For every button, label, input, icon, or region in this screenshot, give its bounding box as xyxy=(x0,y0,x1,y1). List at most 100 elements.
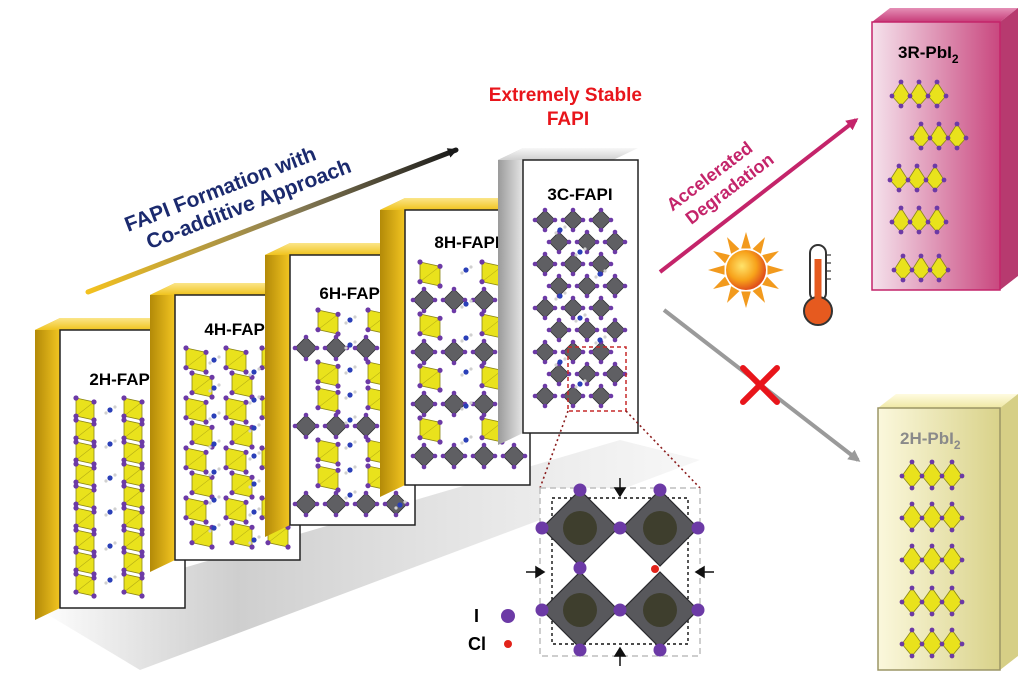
iodine-atom xyxy=(939,557,945,563)
octahedron-edge xyxy=(231,377,253,393)
iodine-atom xyxy=(223,365,229,371)
inset-iodine xyxy=(535,521,549,535)
sun-icon xyxy=(708,232,784,308)
iodine-atom xyxy=(546,283,552,289)
phase-label-6h: 6H-FAPI xyxy=(319,284,384,303)
iodine-atom xyxy=(421,464,427,470)
iodine-atom xyxy=(363,490,369,496)
iodine-atom xyxy=(73,417,79,423)
iodine-atom xyxy=(417,415,423,421)
fa-hydrogen xyxy=(208,361,212,365)
iodine-atom xyxy=(365,307,371,313)
fa-hydrogen xyxy=(344,371,348,375)
iodine-atom xyxy=(594,239,600,245)
iodine-atom xyxy=(936,277,942,283)
sun-ray xyxy=(762,276,779,289)
iodine-atom xyxy=(552,305,558,311)
iodine-atom xyxy=(229,470,235,476)
fa-hydrogen xyxy=(248,541,252,545)
octahedron-edge xyxy=(123,467,143,483)
phase-label-2h: 2H-FAPI xyxy=(89,370,154,389)
fa-molecule xyxy=(211,441,217,447)
phase-box-2h: 2H-FAPI xyxy=(35,318,186,620)
fa-molecule xyxy=(463,437,469,443)
iodine-atom xyxy=(437,387,443,393)
iodine-atom xyxy=(91,483,97,489)
iodine-atom xyxy=(927,135,933,141)
fa-hydrogen xyxy=(403,500,407,504)
iodine-atom xyxy=(914,163,920,169)
iodine-atom xyxy=(393,512,399,518)
iodine-atom xyxy=(410,349,416,355)
sun-ray xyxy=(752,286,765,303)
fa-molecule xyxy=(463,301,469,307)
iodine-atom xyxy=(91,527,97,533)
fa-molecule xyxy=(211,525,217,531)
iodine-atom xyxy=(91,575,97,581)
fa-hydrogen xyxy=(469,367,473,371)
iodine-atom xyxy=(223,515,229,521)
fa-molecule xyxy=(463,335,469,341)
iodine-atom xyxy=(139,531,145,537)
box-top xyxy=(35,318,185,330)
iodine-atom xyxy=(560,393,566,399)
iodine-atom xyxy=(552,349,558,355)
fa-hydrogen xyxy=(248,485,252,489)
box-top xyxy=(878,394,1018,408)
iodine-atom xyxy=(365,385,371,391)
octahedron-edge xyxy=(185,402,207,418)
iodine-atom xyxy=(570,251,576,257)
iodine-atom xyxy=(374,423,380,429)
iodine-atom xyxy=(916,205,922,211)
fa-hydrogen xyxy=(113,507,117,511)
iodine-atom xyxy=(315,327,321,333)
fa-hydrogen xyxy=(574,319,578,323)
fa-hydrogen xyxy=(257,451,261,455)
fa-hydrogen xyxy=(563,291,567,295)
iodine-atom xyxy=(421,442,427,448)
iodine-atom xyxy=(925,219,931,225)
sun-ray xyxy=(708,265,725,275)
fa-hydrogen xyxy=(469,299,473,303)
iodine-atom xyxy=(532,305,538,311)
iodine-atom xyxy=(909,653,915,659)
iodine-atom xyxy=(588,393,594,399)
fa-hydrogen xyxy=(583,379,587,383)
zoom-region xyxy=(567,346,627,412)
fa-hydrogen xyxy=(353,440,357,444)
iodine-atom xyxy=(608,305,614,311)
iodine-atom xyxy=(546,239,552,245)
iodine-atom xyxy=(243,469,249,475)
octahedron-edge xyxy=(123,577,143,593)
iodine-atom xyxy=(939,599,945,605)
iodine-atom xyxy=(481,442,487,448)
iodine-atom xyxy=(393,490,399,496)
iodine-atom xyxy=(73,483,79,489)
box-top xyxy=(872,8,1018,22)
iodine-atom xyxy=(183,345,189,351)
iodine-atom xyxy=(335,441,341,447)
iodine-atom xyxy=(91,421,97,427)
iodine-atom xyxy=(602,239,608,245)
fa-molecule xyxy=(347,317,353,323)
fa-molecule xyxy=(577,315,583,321)
iodine-atom xyxy=(949,501,955,507)
fa-hydrogen xyxy=(344,496,348,500)
iodine-atom xyxy=(584,229,590,235)
iodine-atom xyxy=(898,205,904,211)
box-side xyxy=(1000,8,1018,290)
legend-chlorine-marker xyxy=(504,640,512,648)
sun-ray xyxy=(713,276,730,289)
iodine-atom xyxy=(440,453,446,459)
iodine-atom xyxy=(929,627,935,633)
iodine-atom xyxy=(570,359,576,365)
iodine-atom xyxy=(560,261,566,267)
iodine-atom xyxy=(566,283,572,289)
iodine-atom xyxy=(365,457,371,463)
fa-hydrogen xyxy=(104,547,108,551)
iodine-atom xyxy=(909,485,915,491)
inset-pb-center xyxy=(563,593,597,627)
iodine-atom xyxy=(121,571,127,577)
iodine-atom xyxy=(927,267,933,273)
legend: I Cl xyxy=(468,606,515,654)
